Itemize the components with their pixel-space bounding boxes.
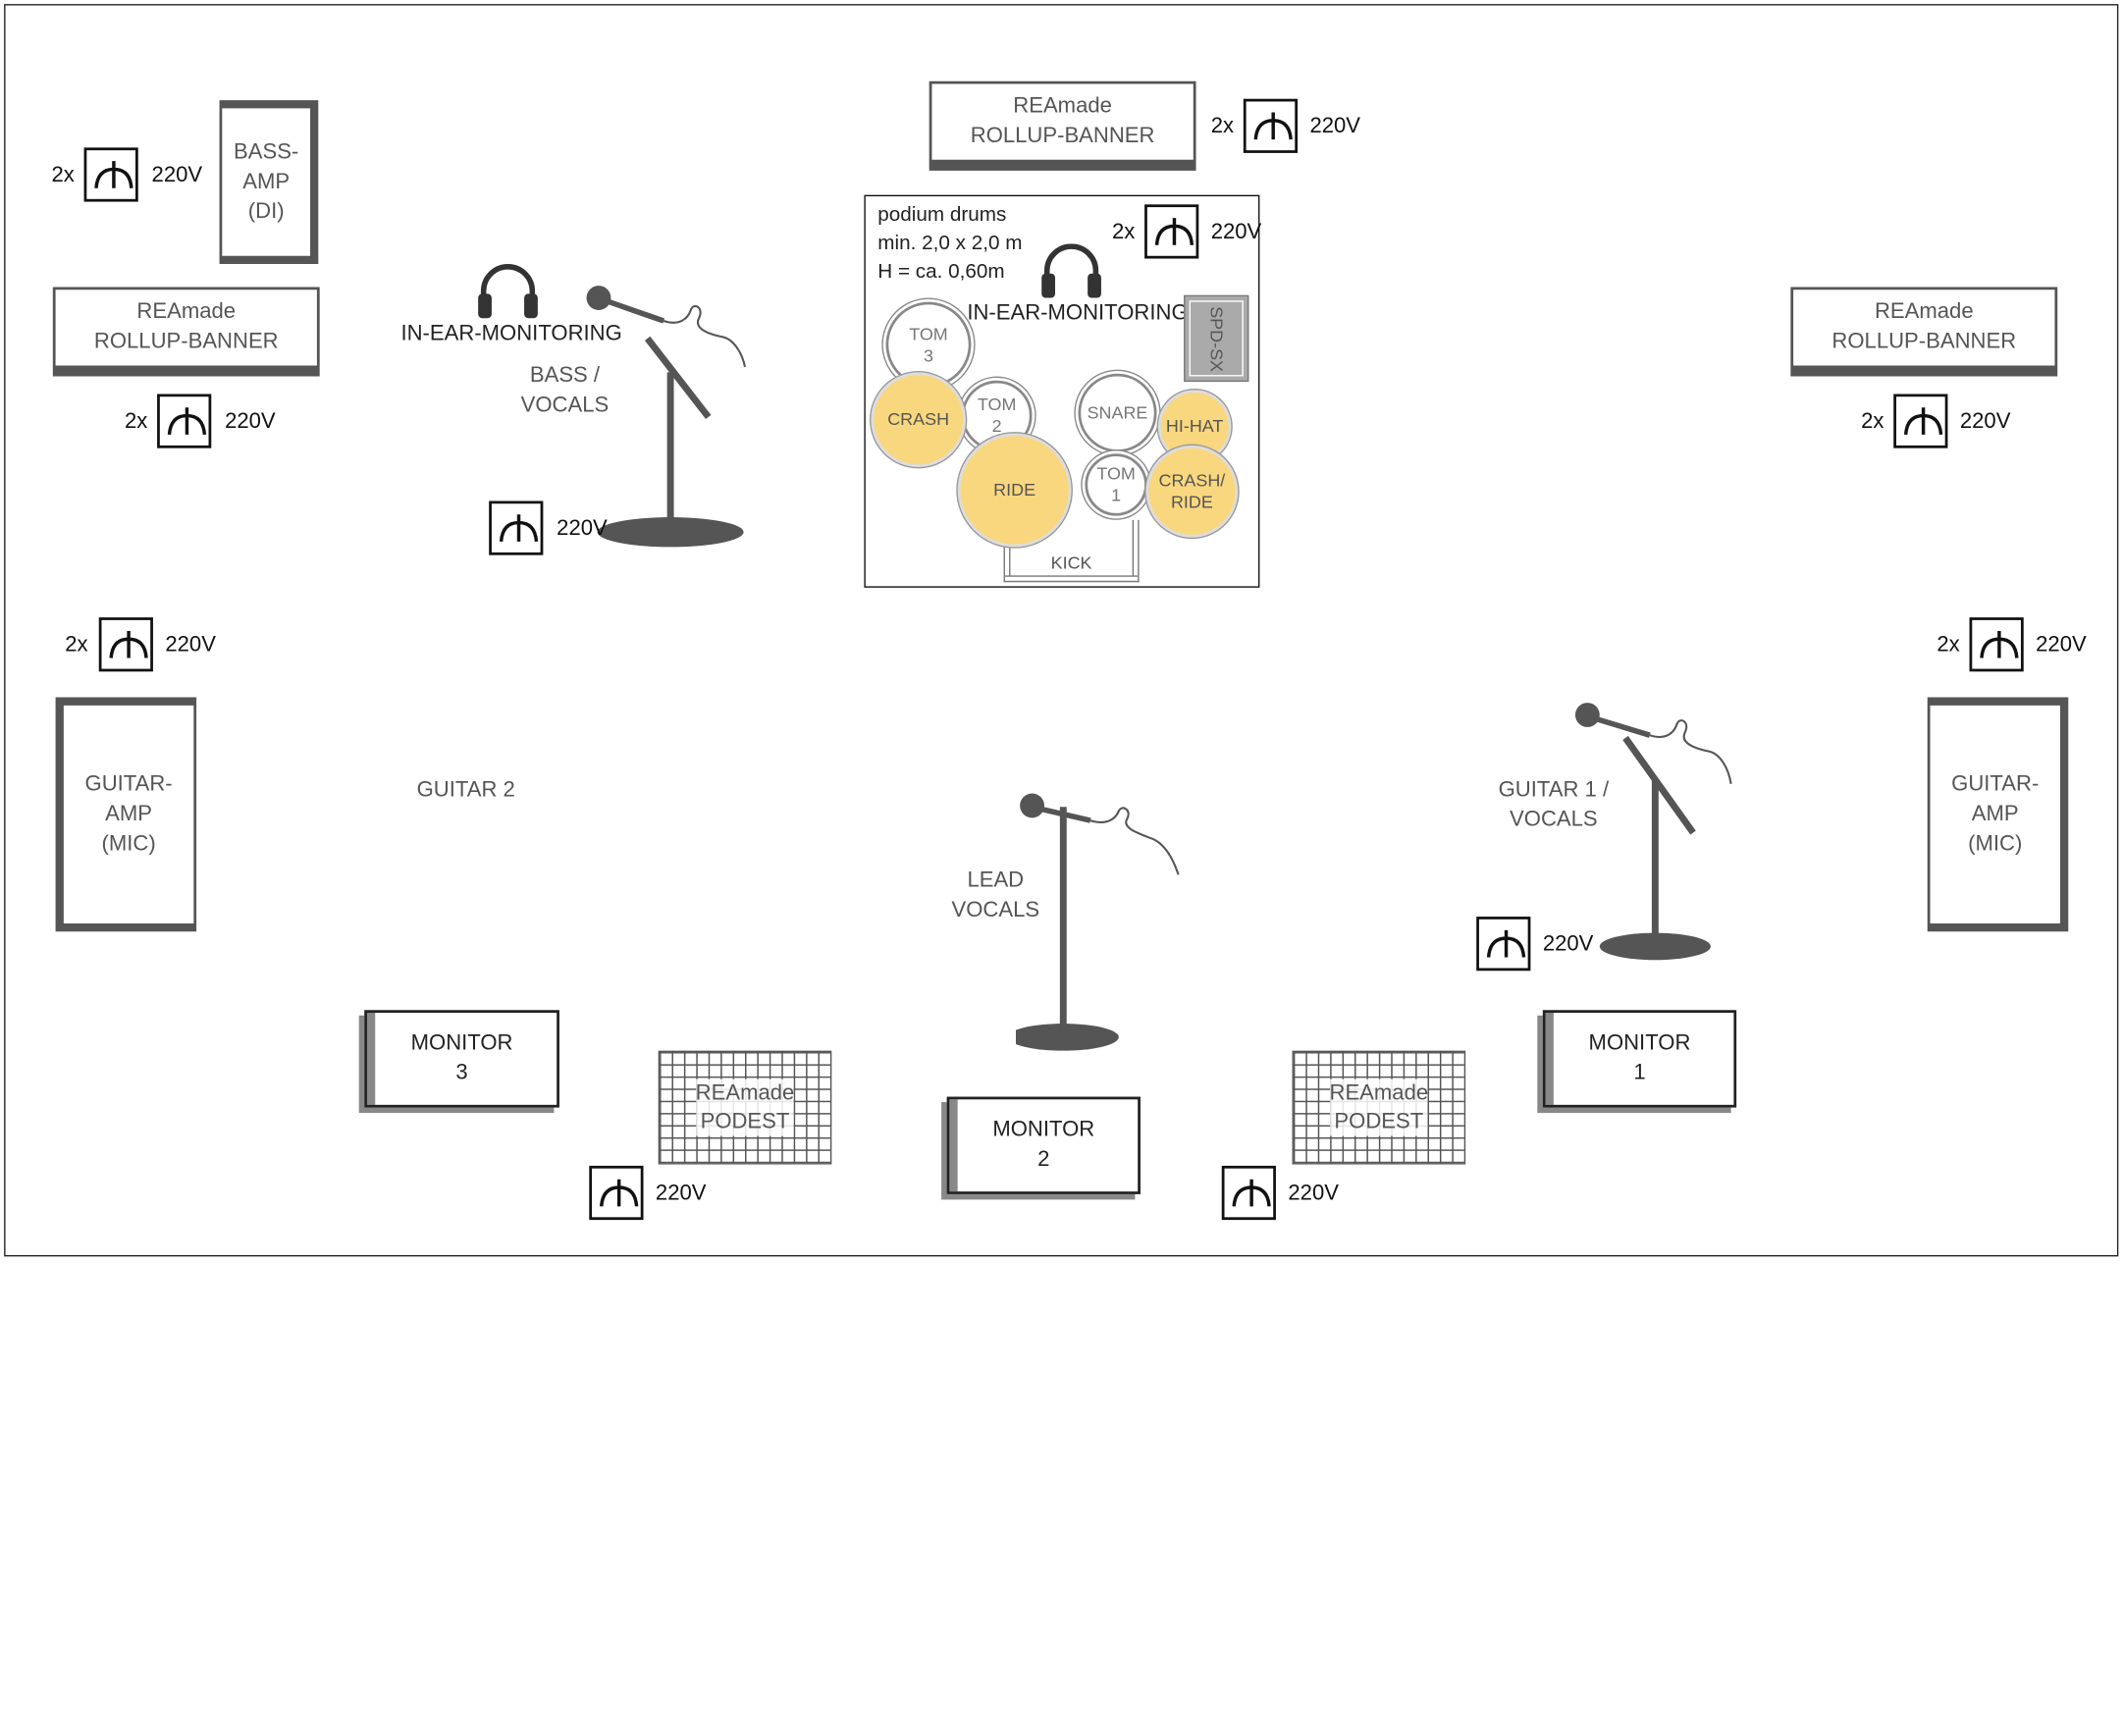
spd-sx-pad: SPD-SX — [1184, 294, 1249, 383]
kick-label: KICK — [1050, 552, 1092, 573]
power-socket-icon — [157, 394, 212, 448]
podest-right: REAmade PODEST — [1292, 1050, 1466, 1165]
socket-multiplier: 2x — [1210, 115, 1235, 138]
podest-left-label: REAmade PODEST — [695, 1078, 795, 1136]
podium-size-label: podium drums — [877, 202, 1007, 227]
spd-sx-label: SPD-SX — [1205, 305, 1227, 372]
microphone-stand-icon — [1016, 793, 1180, 1051]
bass-amp: BASS-AMP (DI) — [219, 100, 319, 265]
monitor-2: MONITOR 2 — [946, 1096, 1141, 1194]
socket-voltage: 220V — [165, 633, 216, 658]
rollup-banner-left: REAmade ROLLUP-BANNER — [52, 287, 320, 377]
socket-voltage: 220V — [1542, 932, 1594, 957]
microphone-stand-icon — [1574, 703, 1732, 961]
station-lead-vocals: LEAD VOCALS — [951, 868, 1040, 922]
socket-multiplier: 2x — [51, 163, 75, 187]
tom-2: TOM 2 — [961, 380, 1033, 451]
socket-voltage: 220V — [1309, 115, 1361, 138]
socket-multiplier: 2x — [65, 633, 88, 658]
socket-multiplier: 2x — [1111, 220, 1136, 244]
socket-voltage: 220V — [1959, 410, 2011, 434]
kick-drum: KICK — [1003, 519, 1140, 583]
power-socket-icon — [98, 617, 153, 672]
crash-cymbal: CRASH — [871, 372, 966, 467]
drum-podium — [864, 194, 1260, 588]
power-socket-icon — [589, 1165, 644, 1221]
monitor-3: MONITOR 3 — [364, 1010, 559, 1108]
socket-multiplier: 2x — [1937, 633, 1960, 658]
snare: SNARE — [1078, 373, 1157, 452]
crash-ride-cymbal: CRASH/ RIDE — [1145, 445, 1239, 538]
socket-voltage: 220V — [557, 517, 608, 541]
guitar-amp-right: GUITAR-AMP (MIC) — [1927, 697, 2069, 932]
socket-multiplier: 2x — [124, 410, 148, 434]
station-guitar-1-vocals: GUITAR 1 / VOCALS — [1498, 778, 1610, 832]
power-socket-icon — [1144, 204, 1199, 259]
headphones-icon — [478, 264, 538, 319]
socket-voltage: 220V — [2036, 633, 2087, 658]
rollup-banner-center: REAmade ROLLUP-BANNER — [929, 80, 1196, 171]
power-socket-icon — [1243, 98, 1299, 153]
socket-multiplier: 2x — [1861, 410, 1884, 434]
microphone-stand-icon — [586, 286, 747, 548]
monitor-1: MONITOR 1 — [1542, 1010, 1737, 1108]
ride-cymbal: RIDE — [957, 433, 1072, 548]
power-socket-icon — [1893, 394, 1948, 448]
power-socket-icon — [1969, 617, 2024, 672]
power-socket-icon — [489, 500, 544, 555]
power-socket-icon — [1476, 917, 1531, 972]
station-guitar-2: GUITAR 2 — [416, 778, 515, 802]
headphones-icon — [1041, 243, 1101, 298]
podium-height-label: H = ca. 0,60m — [877, 259, 1005, 284]
socket-voltage: 220V — [151, 163, 203, 187]
socket-voltage: 220V — [1210, 220, 1262, 244]
in-ear-label-drums: IN-EAR-MONITORING — [967, 301, 1189, 326]
in-ear-label-bass: IN-EAR-MONITORING — [400, 322, 622, 345]
tom-3: TOM 3 — [885, 301, 972, 388]
tom-1: TOM 1 — [1085, 453, 1147, 516]
socket-voltage: 220V — [1288, 1182, 1339, 1205]
socket-voltage: 220V — [655, 1182, 707, 1205]
guitar-amp-left: GUITAR-AMP (MIC) — [55, 697, 197, 932]
rollup-banner-right: REAmade ROLLUP-BANNER — [1790, 287, 2058, 377]
podest-left: REAmade PODEST — [658, 1050, 832, 1165]
stage-border — [4, 4, 2119, 1257]
socket-voltage: 220V — [225, 410, 276, 434]
power-socket-icon — [83, 147, 138, 202]
station-bass-vocals: BASS / VOCALS — [520, 364, 610, 417]
podest-right-label: REAmade PODEST — [1329, 1078, 1429, 1136]
power-socket-icon — [1221, 1165, 1276, 1221]
podium-min-label: min. 2,0 x 2,0 m — [877, 231, 1023, 255]
